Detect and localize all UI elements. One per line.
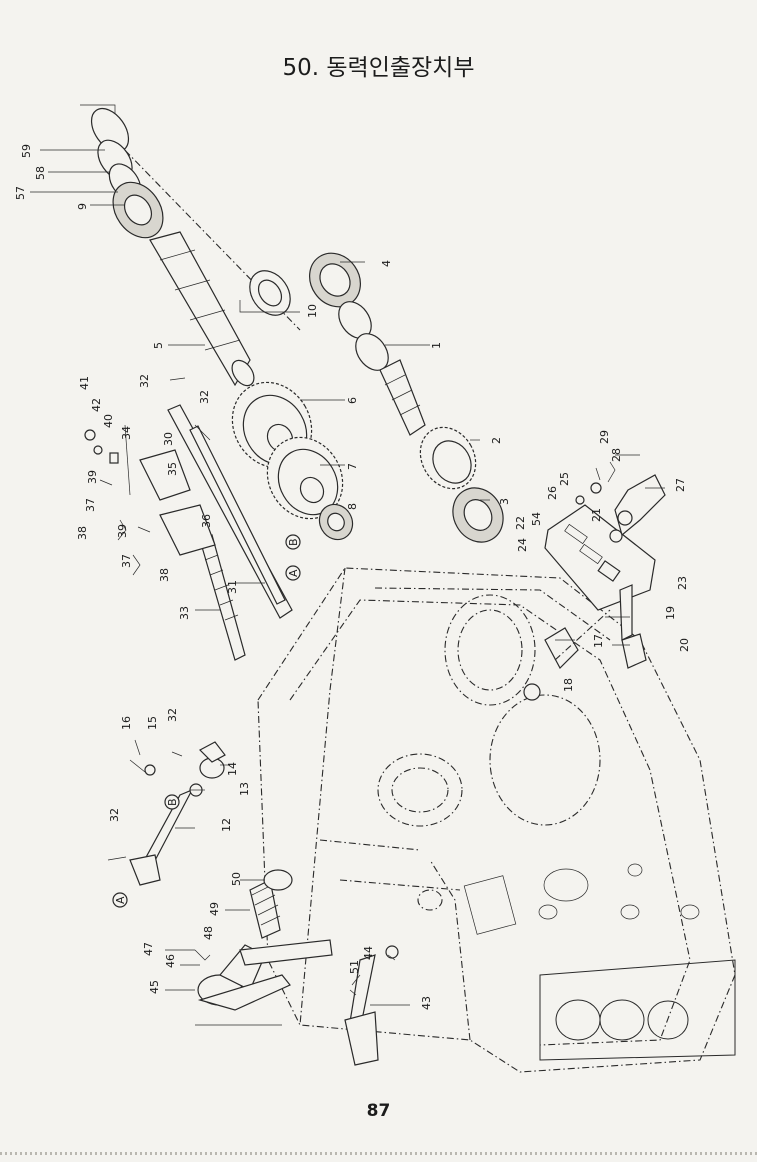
- callout-3: 3: [498, 498, 511, 505]
- callout-47: 47: [142, 942, 155, 956]
- callout-17: 17: [592, 634, 605, 648]
- callout-39-b: 39: [116, 524, 129, 538]
- callout-58: 58: [34, 166, 47, 180]
- callout-34: 34: [120, 426, 133, 440]
- marker-b-1: B: [287, 538, 300, 546]
- rear-shaft-assembly: [80, 104, 301, 387]
- callout-27: 27: [674, 478, 687, 492]
- callout-38-b: 38: [158, 568, 171, 582]
- callout-29: 29: [598, 430, 611, 444]
- callout-10: 10: [306, 304, 319, 318]
- callout-50: 50: [230, 872, 243, 886]
- callout-32-b: 32: [198, 390, 211, 404]
- callout-6: 6: [346, 397, 359, 404]
- callout-39-a: 39: [86, 470, 99, 484]
- callout-42: 42: [90, 398, 103, 412]
- callout-25: 25: [558, 472, 571, 486]
- callout-43: 43: [420, 996, 433, 1010]
- callout-9: 9: [76, 203, 89, 210]
- callout-8: 8: [346, 503, 359, 510]
- shift-fork-assembly: [84, 377, 293, 661]
- input-shaft-assembly: [239, 252, 426, 436]
- callout-40: 40: [102, 414, 115, 428]
- callout-32-a: 32: [138, 374, 151, 388]
- gear-set: [231, 381, 504, 543]
- callout-35: 35: [166, 462, 179, 476]
- page-title: 50. 동력인출장치부: [282, 55, 475, 81]
- callout-22: 22: [514, 516, 527, 530]
- callout-14: 14: [226, 762, 239, 776]
- lever-assembly-12: [107, 741, 226, 886]
- callout-13: 13: [238, 782, 251, 796]
- page-number: 87: [366, 1101, 391, 1121]
- callout-18: 18: [562, 678, 575, 692]
- callout-32-d: 32: [108, 808, 121, 822]
- control-linkage-assembly: [523, 461, 666, 701]
- callout-12: 12: [220, 818, 233, 832]
- callout-44: 44: [362, 946, 375, 960]
- callout-26: 26: [546, 486, 559, 500]
- callout-numbers: 59 58 57 9 4 10 1 5 6 7 2 8 3 41 32 32 4…: [14, 144, 691, 1010]
- callout-54: 54: [530, 512, 543, 526]
- callout-59: 59: [20, 144, 33, 158]
- callout-24: 24: [516, 538, 529, 552]
- lever-assembly-43: [194, 869, 399, 1066]
- callout-16: 16: [120, 716, 133, 730]
- leader-lines: [30, 149, 665, 1006]
- callout-37-b: 37: [120, 554, 133, 568]
- callout-23: 23: [676, 576, 689, 590]
- callout-49: 49: [208, 902, 221, 916]
- callout-20: 20: [678, 638, 691, 652]
- marker-b-2: B: [166, 798, 179, 806]
- marker-a-1: A: [287, 569, 300, 577]
- callout-33: 33: [178, 606, 191, 620]
- callout-36: 36: [200, 514, 213, 528]
- callout-28: 28: [610, 448, 623, 462]
- callout-45: 45: [148, 980, 161, 994]
- callout-37-a: 37: [84, 498, 97, 512]
- callout-48: 48: [202, 926, 215, 940]
- callout-38-a: 38: [76, 526, 89, 540]
- callout-5: 5: [152, 342, 165, 349]
- callout-15: 15: [146, 716, 159, 730]
- callout-21: 21: [590, 508, 603, 522]
- callout-30: 30: [162, 432, 175, 446]
- callout-57: 57: [14, 186, 27, 200]
- callout-51: 51: [348, 960, 361, 974]
- arrow-markers: B A B A: [112, 534, 301, 908]
- callout-7: 7: [346, 463, 359, 470]
- transmission-case: [257, 567, 736, 1073]
- callout-4: 4: [380, 260, 393, 267]
- marker-a-2: A: [114, 896, 127, 904]
- callout-1: 1: [430, 342, 443, 349]
- callout-46: 46: [164, 954, 177, 968]
- callout-41: 41: [78, 376, 91, 390]
- callout-32-c: 32: [166, 708, 179, 722]
- callout-19: 19: [664, 606, 677, 620]
- callout-31: 31: [226, 580, 239, 594]
- scan-edge: [0, 1152, 757, 1155]
- callout-2: 2: [490, 437, 503, 444]
